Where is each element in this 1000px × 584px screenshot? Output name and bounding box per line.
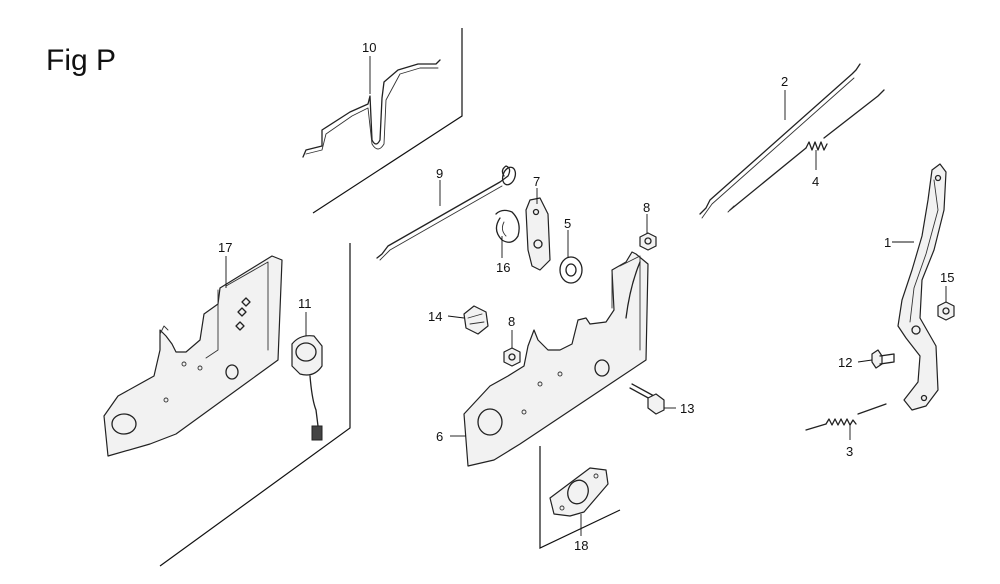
callout-5: 5 <box>564 216 571 231</box>
part-1-governor-arm <box>897 163 947 411</box>
part-11-switch <box>291 335 323 441</box>
callout-7: 7 <box>533 174 540 189</box>
part-5-washer <box>559 256 583 284</box>
part-8-nut-top <box>639 232 657 251</box>
part-15-nut <box>937 301 955 321</box>
callout-11: 11 <box>298 296 312 311</box>
part-2-rod <box>699 63 861 219</box>
callout-18: 18 <box>574 538 588 553</box>
section-dividers <box>159 28 621 567</box>
figure-title: Fig P <box>46 44 116 77</box>
part-7-plate <box>525 197 551 271</box>
callout-labels: 10 9 2 4 7 5 8 16 17 11 14 8 1 15 12 13 … <box>218 40 954 553</box>
part-13-bolt <box>629 383 665 415</box>
part-10-link-wire <box>302 59 441 158</box>
callout-6: 6 <box>436 429 443 444</box>
callout-2: 2 <box>781 74 788 89</box>
part-12-bolt <box>871 349 895 369</box>
part-4-spring-rod <box>727 89 885 213</box>
callout-3: 3 <box>846 444 853 459</box>
part-18-gasket <box>549 467 609 517</box>
callout-12: 12 <box>838 355 852 370</box>
part-6-main-control-plate <box>463 251 649 467</box>
callout-4: 4 <box>812 174 819 189</box>
callout-17: 17 <box>218 240 232 255</box>
part-14-clip <box>463 305 489 335</box>
part-17-control-plate <box>103 255 283 457</box>
callout-8-top: 8 <box>643 200 650 215</box>
leader-lines <box>225 56 947 536</box>
callout-16: 16 <box>496 260 510 275</box>
part-3-spring <box>805 403 887 431</box>
callout-13: 13 <box>680 401 694 416</box>
callout-10: 10 <box>362 40 376 55</box>
callout-9: 9 <box>436 166 443 181</box>
divider-left <box>159 243 351 567</box>
divider-bottom <box>539 446 621 549</box>
divider-top <box>312 28 463 214</box>
part-8-nut-lower <box>503 347 521 367</box>
callout-15: 15 <box>940 270 954 285</box>
part-16-circlip <box>495 209 520 243</box>
callout-8-lower: 8 <box>508 314 515 329</box>
callout-1: 1 <box>884 235 891 250</box>
callout-14: 14 <box>428 309 442 324</box>
part-9-rod <box>376 165 517 261</box>
